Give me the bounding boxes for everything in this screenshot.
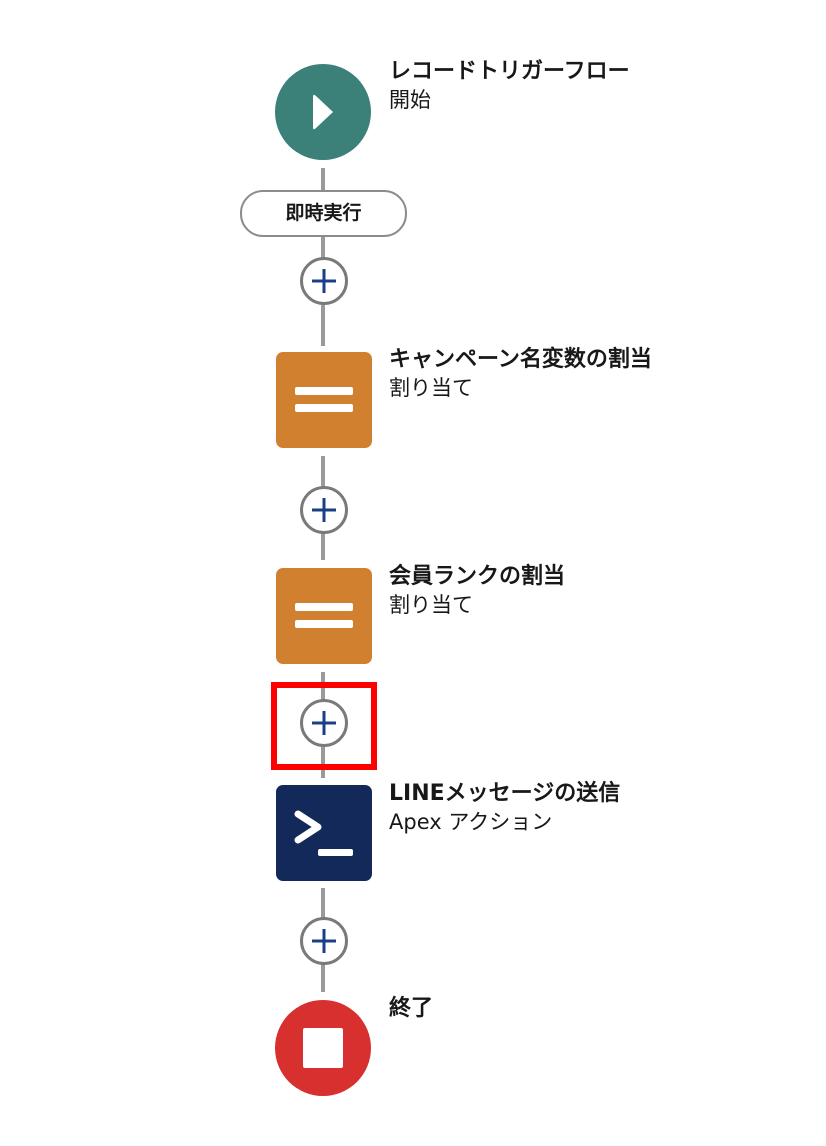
node-type: Apex アクション: [389, 810, 553, 834]
equals-icon: [295, 387, 353, 412]
node-title: キャンペーン名変数の割当: [389, 347, 652, 372]
node-title: 会員ランクの割当: [389, 564, 566, 589]
node-type: 割り当て: [389, 593, 473, 617]
assignment-node-label: 会員ランクの割当 割り当て: [389, 563, 565, 619]
add-element-button-highlighted[interactable]: [300, 699, 348, 747]
play-icon: [313, 94, 333, 130]
plus-icon: [312, 269, 336, 293]
assignment-node-label: キャンペーン名変数の割当 割り当て: [389, 346, 652, 402]
assignment-node[interactable]: [276, 352, 372, 448]
assignment-node[interactable]: [276, 568, 372, 664]
terminal-icon: [294, 810, 353, 856]
node-title: 終了: [389, 996, 434, 1021]
plus-icon: [312, 498, 336, 522]
plus-icon: [312, 929, 336, 953]
start-node[interactable]: [275, 64, 371, 160]
stop-icon: [303, 1028, 343, 1068]
add-element-button[interactable]: [300, 486, 348, 534]
end-node[interactable]: [275, 1000, 371, 1096]
connector: [321, 168, 325, 190]
path-label-run-immediately[interactable]: 即時実行: [240, 190, 407, 237]
end-node-label: 終了: [389, 995, 433, 1023]
node-title: LINEメッセージの送信: [389, 781, 621, 806]
apex-action-node-label: LINEメッセージの送信 Apex アクション: [389, 780, 620, 836]
add-element-button[interactable]: [300, 917, 348, 965]
node-type: 割り当て: [389, 376, 473, 400]
plus-icon: [312, 711, 336, 735]
add-element-button[interactable]: [300, 257, 348, 305]
apex-action-node[interactable]: [276, 785, 372, 881]
start-node-label: レコードトリガーフロー 開始: [389, 58, 630, 114]
node-type: 開始: [389, 88, 431, 112]
highlight-box: [271, 682, 377, 770]
equals-icon: [295, 603, 353, 628]
node-title: レコードトリガーフロー: [389, 59, 630, 84]
